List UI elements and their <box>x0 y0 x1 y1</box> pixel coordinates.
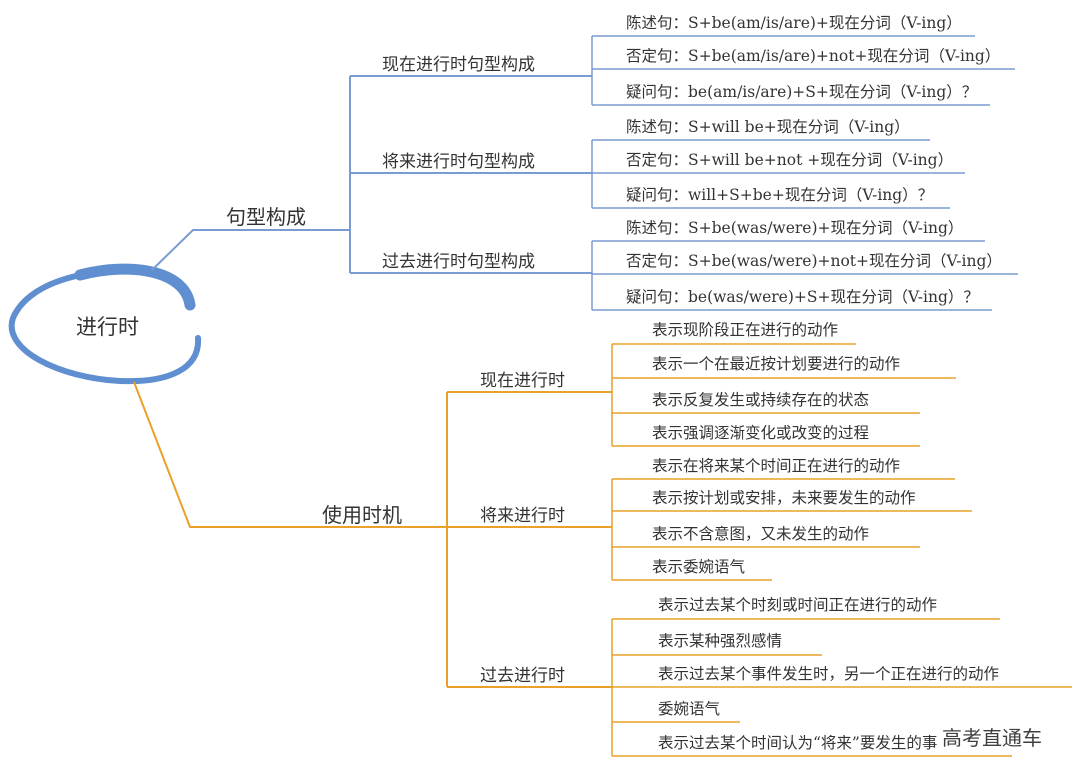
leaf-usage-future-2: 表示按计划或安排，未来要发生的动作 <box>652 489 916 507</box>
link-central-usage <box>133 381 447 528</box>
group-future-usage: 将来进行时 <box>480 506 565 526</box>
leaf-past-question: 疑问句：be(was/were)+S+现在分词（V-ing）？ <box>626 288 979 306</box>
leaf-future-question: 疑问句：will+S+be+现在分词（V-ing）？ <box>626 186 934 204</box>
leaf-usage-present-2: 表示一个在最近按计划要进行的动作 <box>652 355 901 373</box>
branch-usage: 使用时机 <box>322 503 402 527</box>
leaf-present-statement: 陈述句：S+be(am/is/are)+现在分词（V-ing） <box>626 14 962 32</box>
central-ring-bold <box>74 263 196 311</box>
branch-sentence-structure: 句型构成 <box>226 205 306 229</box>
group-future-form: 将来进行时句型构成 <box>382 152 535 172</box>
group-present-form: 现在进行时句型构成 <box>382 55 535 75</box>
leaf-usage-past-3: 表示过去某个事件发生时，另一个正在进行的动作 <box>658 665 1000 683</box>
group-past-usage: 过去进行时 <box>480 666 565 686</box>
watermark: 高考直通车 <box>942 726 1042 750</box>
leaf-usage-present-4: 表示强调逐渐变化或改变的过程 <box>652 424 870 442</box>
leaf-usage-present-1: 表示现阶段正在进行的动作 <box>652 321 839 339</box>
leaf-past-statement: 陈述句：S+be(was/were)+现在分词（V-ing） <box>626 219 964 237</box>
leaf-usage-future-1: 表示在将来某个时间正在进行的动作 <box>652 457 901 475</box>
group-present-usage: 现在进行时 <box>480 371 565 391</box>
leaf-future-statement: 陈述句：S+will be+现在分词（V-ing） <box>626 118 910 136</box>
group-past-form: 过去进行时句型构成 <box>382 252 535 272</box>
leaf-usage-past-2: 表示某种强烈感情 <box>658 632 783 650</box>
central-ring <box>8 267 202 385</box>
leaf-usage-future-3: 表示不含意图，又未发生的动作 <box>652 525 870 543</box>
leaf-usage-past-4: 委婉语气 <box>658 700 721 718</box>
leaf-usage-past-1: 表示过去某个时刻或时间正在进行的动作 <box>658 596 938 614</box>
leaf-present-question: 疑问句：be(am/is/are)+S+现在分词（V-ing）？ <box>626 83 978 101</box>
link-central-sentence <box>151 229 322 271</box>
trunk-sentence <box>322 76 351 273</box>
leaf-past-negative: 否定句：S+be(was/were)+not+现在分词（V-ing） <box>626 252 1002 270</box>
leaf-future-negative: 否定句：S+will be+not +现在分词（V-ing） <box>626 151 954 169</box>
central-topic: 进行时 <box>76 315 139 339</box>
leaf-usage-present-3: 表示反复发生或持续存在的状态 <box>652 391 870 409</box>
leaf-usage-future-4: 表示委婉语气 <box>652 558 746 576</box>
leaf-usage-past-5: 表示过去某个时间认为“将来”要发生的事 <box>658 734 938 752</box>
leaf-present-negative: 否定句：S+be(am/is/are)+not+现在分词（V-ing） <box>626 47 1001 65</box>
